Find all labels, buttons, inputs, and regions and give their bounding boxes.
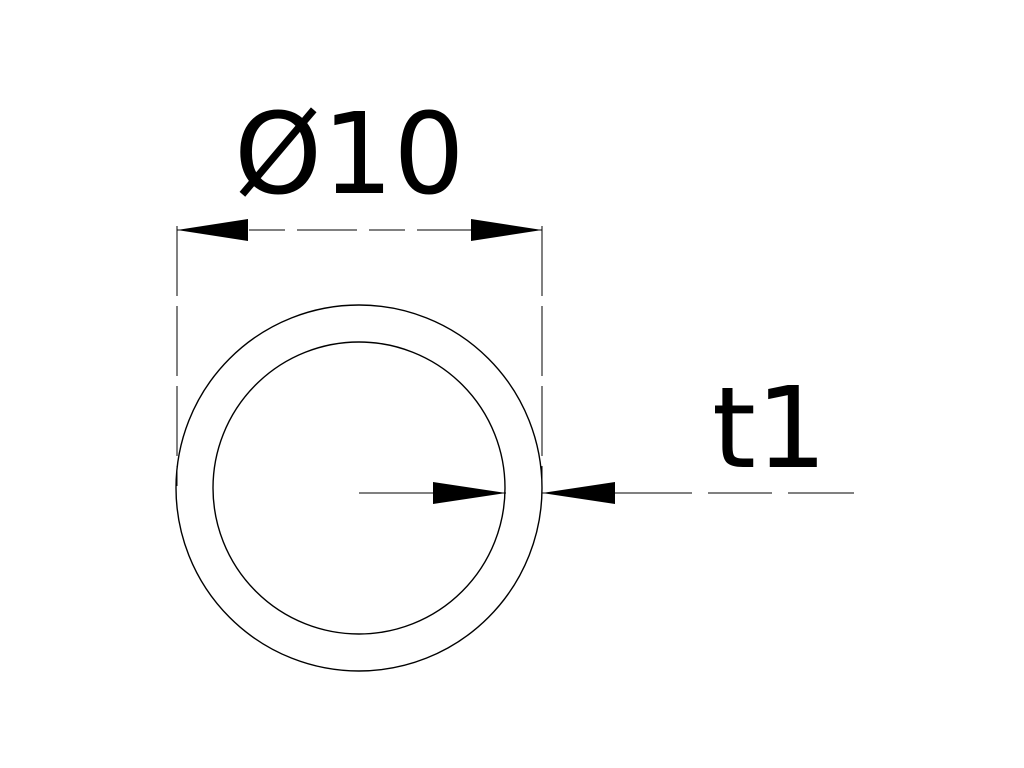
diameter-arrow-left (177, 219, 248, 241)
diameter-arrow-right (471, 219, 542, 241)
inner-circle (212, 341, 506, 635)
diameter-label: Ø10 (234, 90, 465, 220)
thickness-label: t1 (712, 364, 827, 494)
thickness-arrow-inner (433, 482, 506, 504)
thickness-arrow-outer (542, 482, 615, 504)
outer-circle (175, 304, 543, 672)
